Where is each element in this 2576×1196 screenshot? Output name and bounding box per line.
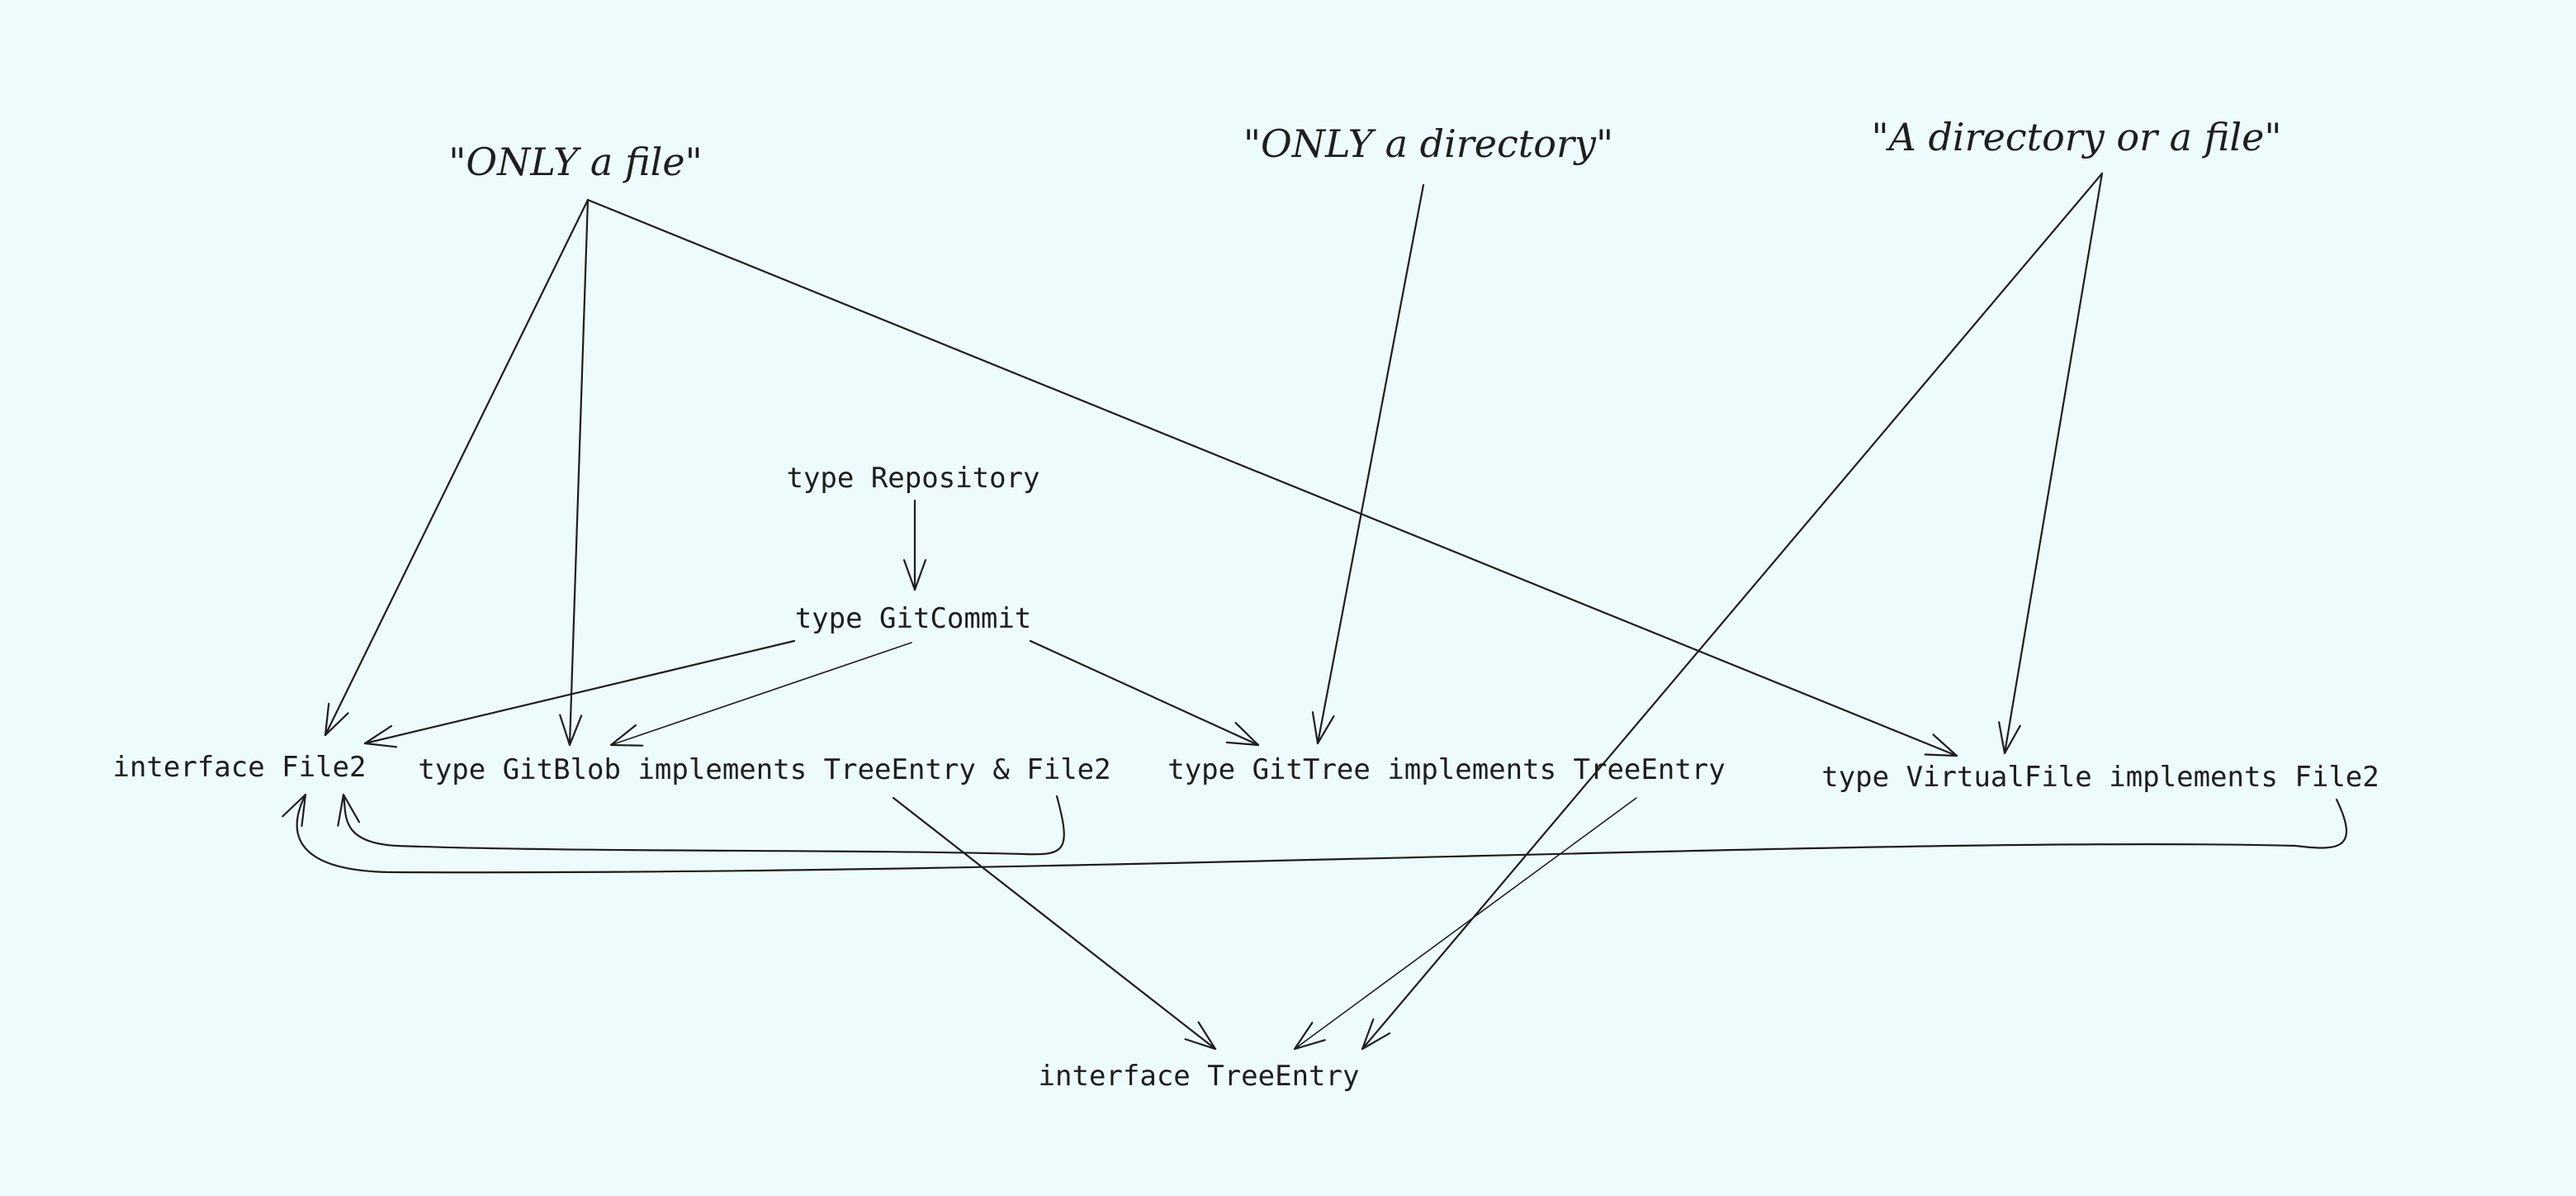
edge-virtualfile-to-file2 <box>282 793 2347 874</box>
node-type-virtualfile: type VirtualFile implements File2 <box>1821 761 2379 794</box>
node-type-gitblob: type GitBlob implements TreeEntry & File… <box>418 753 1110 786</box>
annotation-only-a-directory: "ONLY a directory" <box>1243 121 1613 166</box>
edge-only-file-to-gitblob <box>559 198 590 747</box>
edge-gitcommit-to-gitblob <box>609 642 912 747</box>
edge-gitblob-to-file2 <box>337 793 1065 856</box>
edge-gittree-to-treeentry <box>1293 797 1637 1051</box>
node-type-repository: type Repository <box>786 462 1039 495</box>
node-type-gittree: type GitTree implements TreeEntry <box>1167 753 1726 786</box>
edge-gitcommit-to-file2 <box>363 639 796 748</box>
edge-gitcommit-to-gittree <box>1029 639 1260 747</box>
edge-dir-or-file-to-virtualfile <box>1998 172 2104 755</box>
node-interface-file2: interface File2 <box>112 751 366 784</box>
edge-only-file-to-virtualfile <box>586 198 1958 757</box>
node-type-gitcommit: type GitCommit <box>795 602 1032 635</box>
annotation-only-a-file: "ONLY a file" <box>448 140 703 184</box>
edge-only-file-to-file2 <box>324 198 590 737</box>
edge-dir-or-file-to-treeentry <box>1361 172 2104 1051</box>
node-interface-treeentry: interface TreeEntry <box>1039 1060 1360 1093</box>
edge-only-directory-to-gittree <box>1311 183 1425 745</box>
edge-gitblob-to-treeentry <box>892 796 1217 1051</box>
annotation-directory-or-file: "A directory or a file" <box>1871 115 2281 159</box>
